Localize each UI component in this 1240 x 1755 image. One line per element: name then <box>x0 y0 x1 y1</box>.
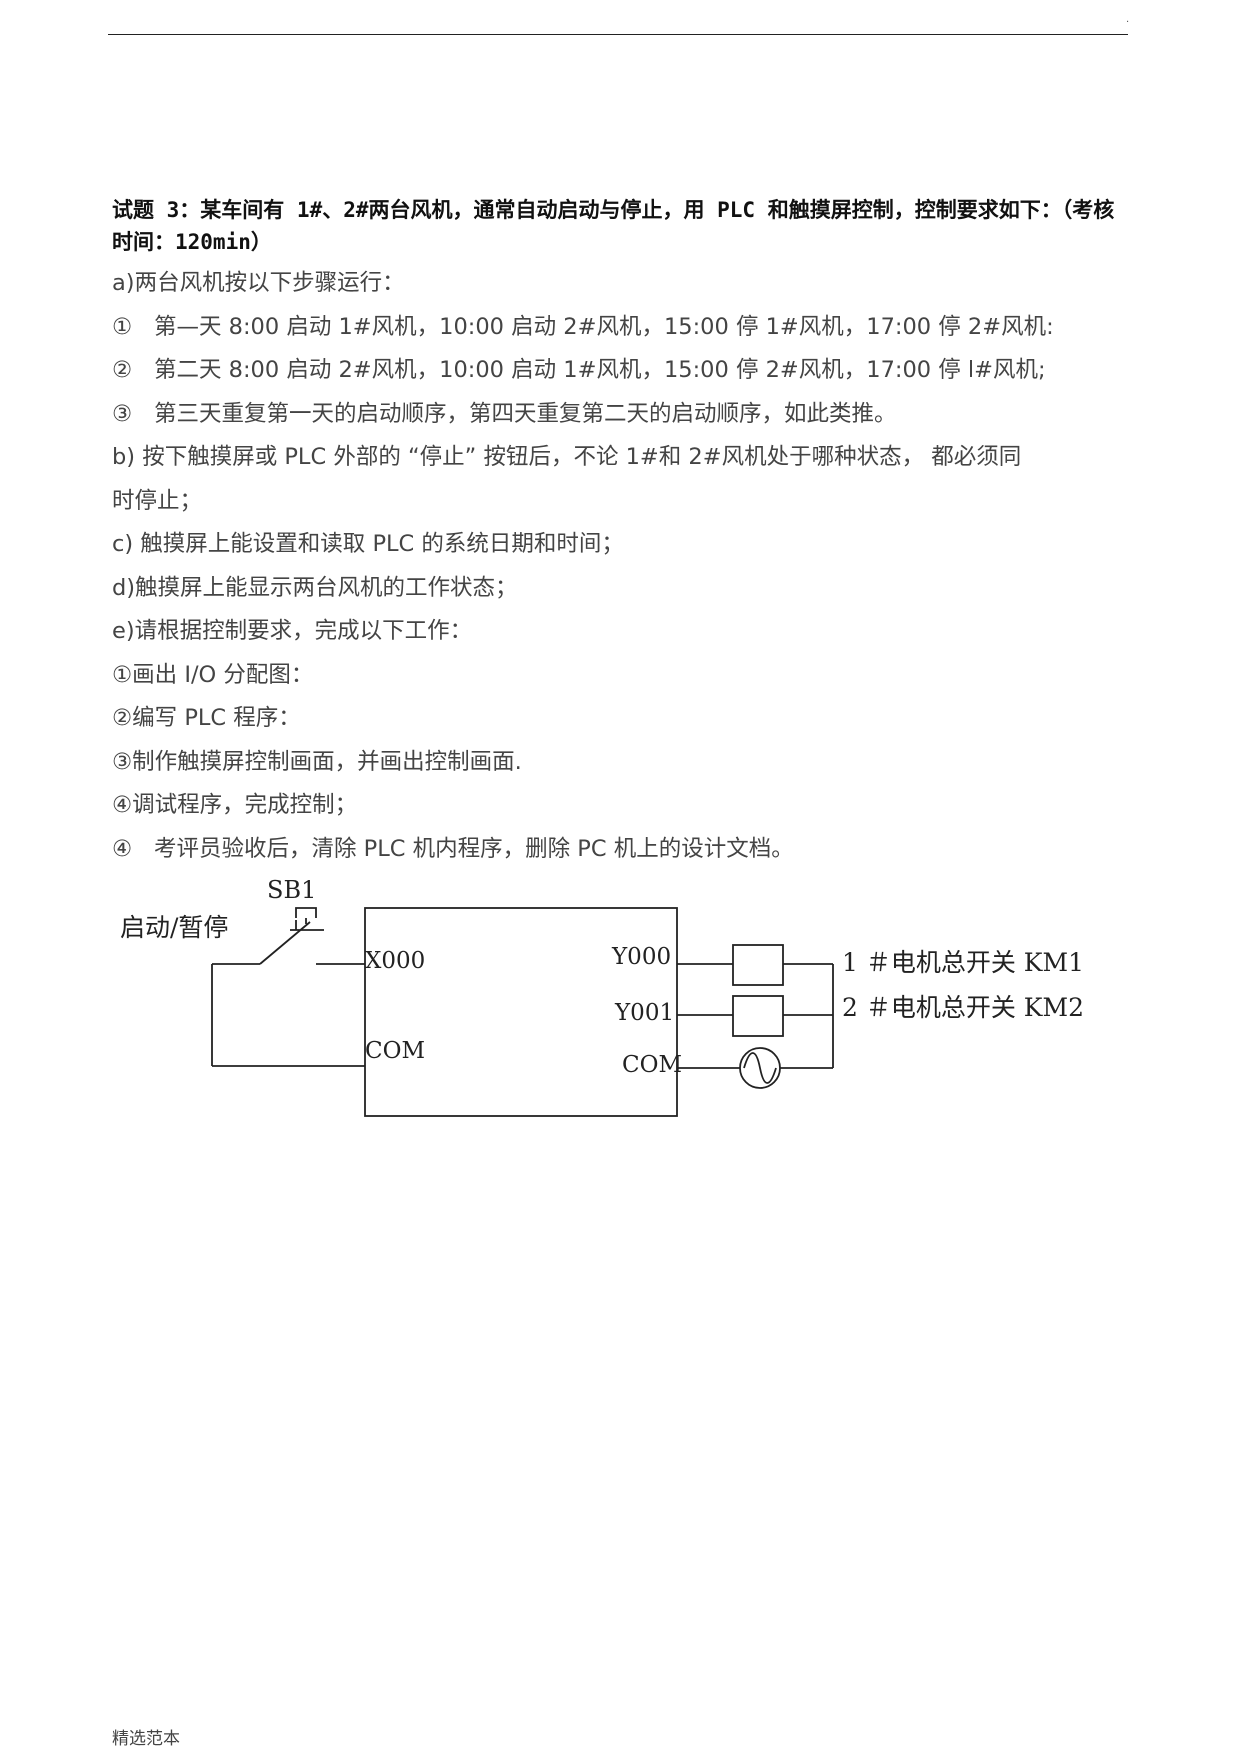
io-wiring-diagram: SB1 启动/暂停 X000 COM Y000 Y001 COM 1 ＃电机总开… <box>120 876 1084 1117</box>
question-body: a)两台风机按以下步骤运行： ① 第—天 8:00 启动 1#风机，10:00 启… <box>112 262 1132 871</box>
plc-box <box>364 907 678 1117</box>
km2-coil <box>732 995 784 1037</box>
km1-coil <box>732 944 784 986</box>
com-input-label: COM <box>365 1038 425 1064</box>
push-button-icon <box>290 907 324 931</box>
step-1: ① 第—天 8:00 启动 1#风机，10:00 启动 2#风机，15:00 停 … <box>112 306 1132 350</box>
step-2: ② 第二天 8:00 启动 2#风机，10:00 启动 1#风机，15:00 停 … <box>112 349 1132 393</box>
step-1-number: ① <box>112 313 133 340</box>
task-1: ①画出 I/O 分配图： <box>112 661 314 688</box>
question-title: 试题 3：某车间有 1#、2#两台风机，通常自动启动与停止，用 PLC 和触摸屏… <box>112 198 1115 254</box>
task-3: ③制作触摸屏控制画面，并画出控制画面. <box>112 748 522 775</box>
footer-text: 精选范本 <box>112 1729 180 1749</box>
requirement-b-line-2: 时停止； <box>112 487 203 514</box>
task-2: ②编写 PLC 程序： <box>112 705 301 731</box>
step-3-text: 第三天重复第一天的启动顺序，第四天重复第二天的启动顺序，如此类推。 <box>154 400 897 427</box>
step-3-number: ③ <box>112 400 133 427</box>
km1-label: 1 ＃电机总开关 KM1 <box>842 948 1084 977</box>
task-5-number: ④ <box>112 835 133 862</box>
task-4: ④调试程序，完成控制； <box>112 792 358 818</box>
requirement-e: e)请根据控制要求，完成以下工作： <box>112 618 473 644</box>
com-output-label: COM <box>622 1052 682 1078</box>
y001-label: Y001 <box>614 1000 674 1026</box>
task-5: ④ 考评员验收后，清除 PLC 机内程序，删除 PC 机上的设计文档。 <box>112 828 1132 872</box>
switch-contact <box>259 921 311 965</box>
requirement-b-line-1: b) 按下触摸屏或 PLC 外部的 “停止” 按钮后，不论 1#和 2#风机处于… <box>112 444 1022 470</box>
requirement-c: c) 触摸屏上能设置和读取 PLC 的系统日期和时间； <box>112 531 624 557</box>
y000-label: Y000 <box>611 944 671 970</box>
requirement-d: d)触摸屏上能显示两台风机的工作状态； <box>112 574 518 601</box>
km2-label: 2 ＃电机总开关 KM2 <box>842 993 1084 1022</box>
step-1-text: 第—天 8:00 启动 1#风机，10:00 启动 2#风机，15:00 停 1… <box>154 313 1054 340</box>
sb1-label: SB1 <box>267 876 316 904</box>
requirement-a: a)两台风机按以下步骤运行： <box>112 270 405 296</box>
x000-label: X000 <box>365 948 425 974</box>
ac-sine-icon <box>743 1052 777 1084</box>
step-2-text: 第二天 8:00 启动 2#风机，10:00 启动 1#风机，15:00 停 2… <box>154 357 1046 383</box>
step-3: ③ 第三天重复第一天的启动顺序，第四天重复第二天的启动顺序，如此类推。 <box>112 393 1132 437</box>
step-2-number: ② <box>112 357 133 383</box>
start-pause-label: 启动/暂停 <box>120 913 228 942</box>
corner-mark: . <box>1126 14 1130 25</box>
task-5-text: 考评员验收后，清除 PLC 机内程序，删除 PC 机上的设计文档。 <box>154 835 794 862</box>
header-rule <box>108 34 1128 35</box>
